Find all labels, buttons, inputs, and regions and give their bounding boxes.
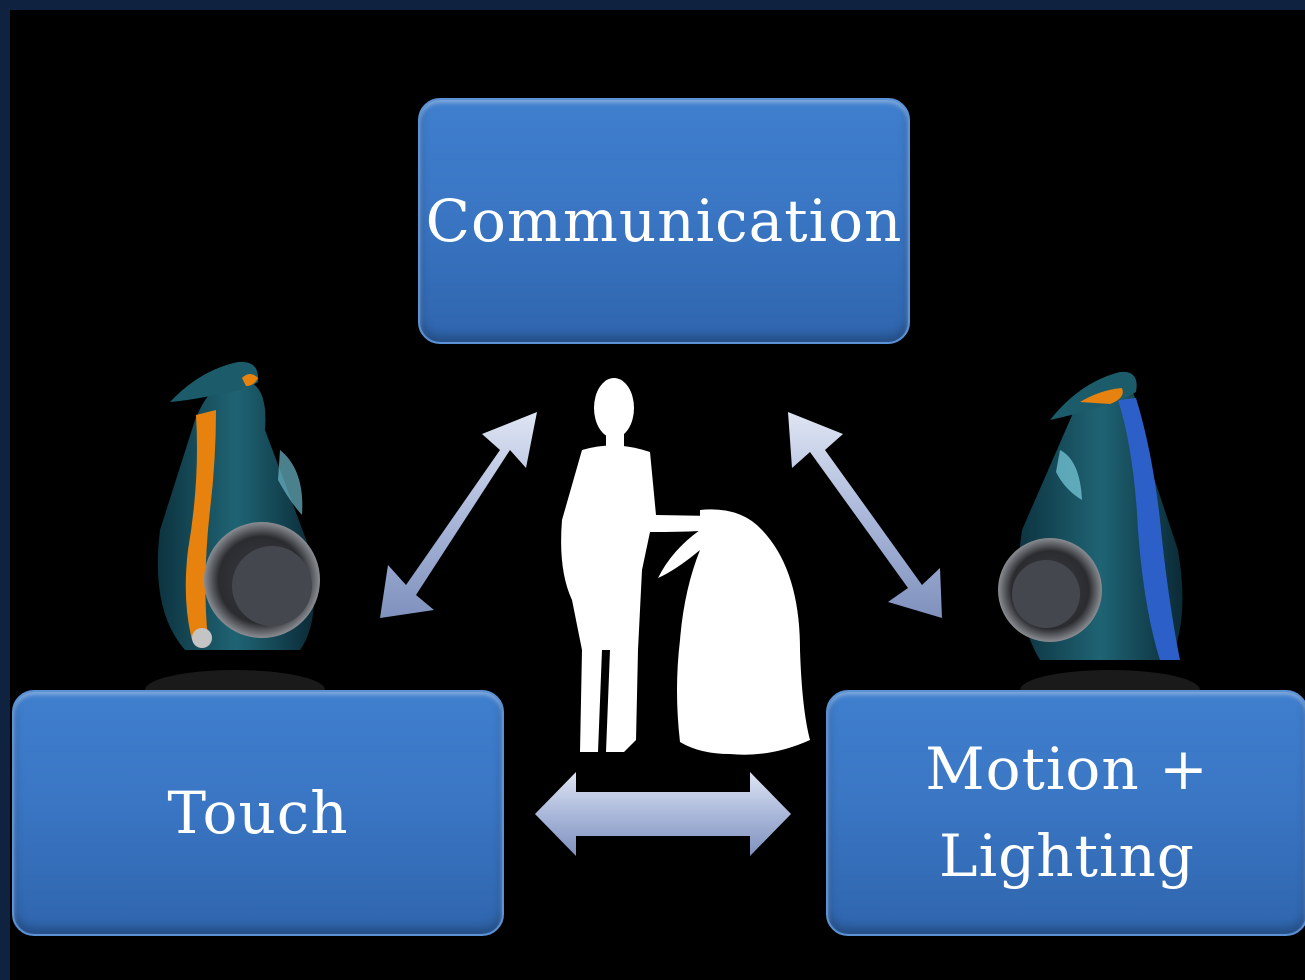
arrow-communication-touch: [380, 412, 537, 618]
arrow-communication-motion: [788, 412, 942, 618]
left-robot-image: [145, 361, 325, 710]
slide: Communication Touch Motion + Lighting: [10, 10, 1305, 980]
lighting-label: Lighting: [939, 822, 1195, 890]
communication-label: Communication: [425, 186, 903, 255]
touch-label: Touch: [167, 778, 349, 847]
motion-lighting-box: Motion + Lighting: [826, 690, 1305, 936]
touch-box: Touch: [12, 690, 504, 936]
right-robot-image: [998, 371, 1200, 710]
arrow-touch-motion: [535, 772, 791, 856]
center-silhouette-image: [561, 378, 810, 755]
communication-box: Communication: [418, 98, 910, 344]
motion-label: Motion +: [925, 735, 1209, 803]
